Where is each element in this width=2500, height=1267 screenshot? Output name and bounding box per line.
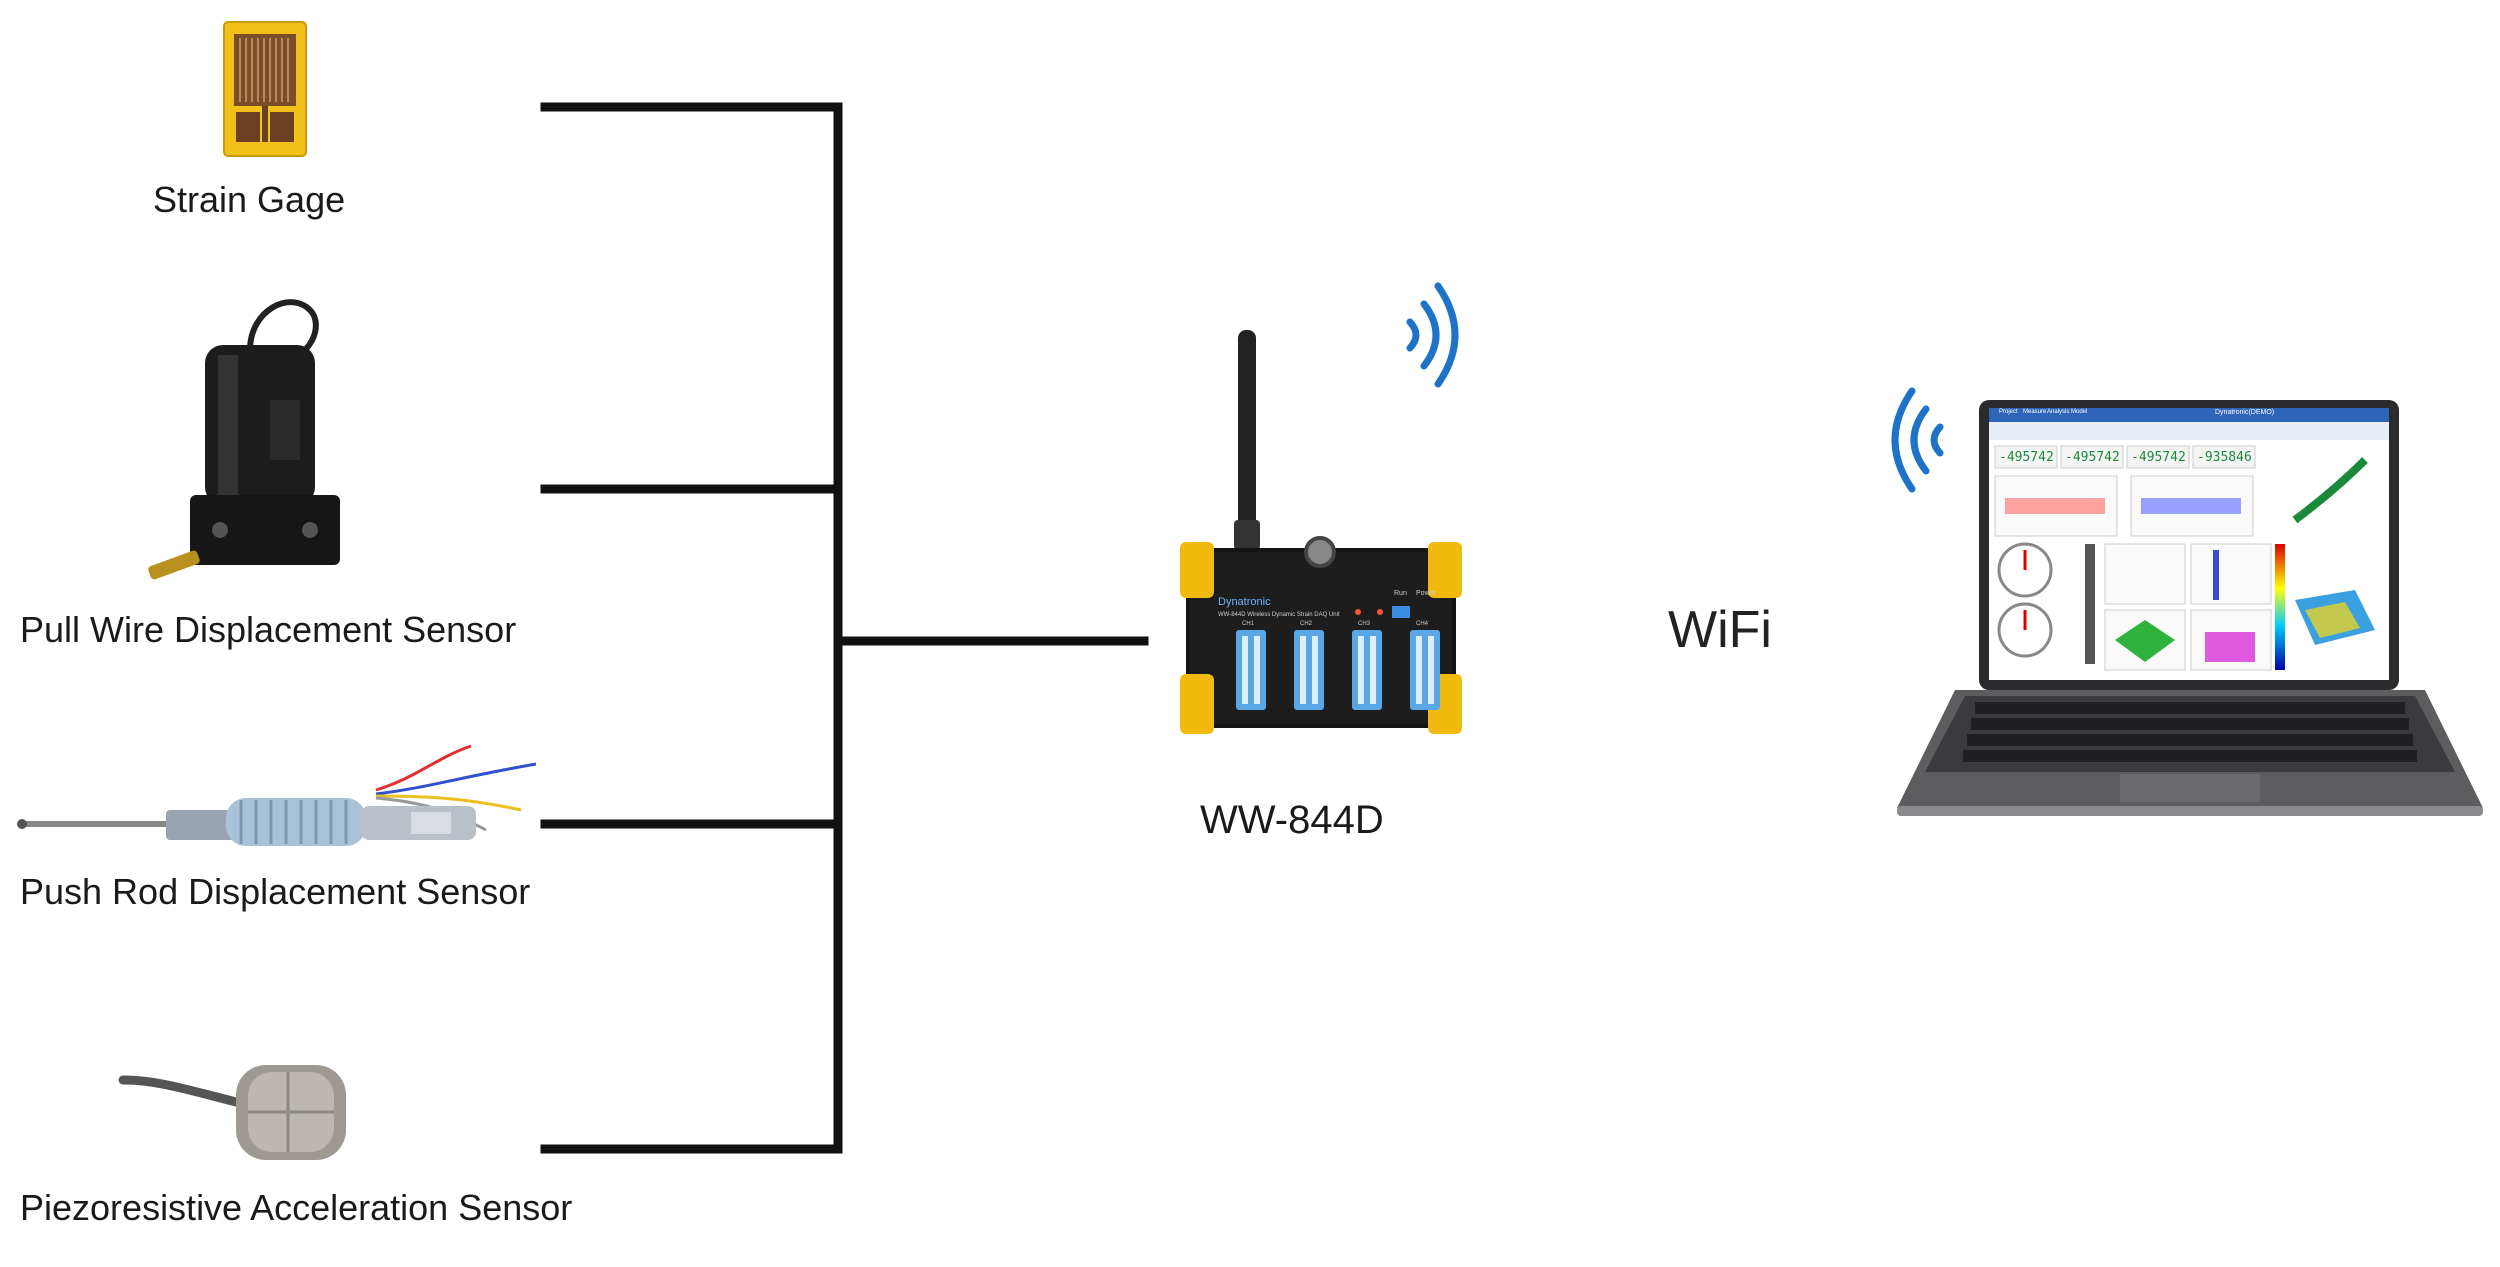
- ww-844d-device: Dynatronic WW-844D Wireless Dynamic Stra…: [1170, 330, 1470, 740]
- sensor-label-push-rod: Push Rod Displacement Sensor: [20, 871, 531, 912]
- wifi-label: WiFi: [1668, 601, 1772, 659]
- sensor-label-pull-wire: Pull Wire Displacement Sensor: [20, 609, 517, 650]
- sensor-label-strain-gage: Strain Gage: [153, 179, 346, 220]
- laptop-tab-measure: Measure: [2023, 409, 2047, 415]
- laptop-tab-analysis: Analysis: [2047, 409, 2070, 415]
- laptop-tab-model: Model: [2071, 409, 2088, 415]
- channel-label-1: CH1: [1242, 621, 1255, 627]
- device-run-label: Run: [1394, 590, 1407, 597]
- laptop-tab-project: Project: [1999, 409, 2018, 415]
- device-subtitle: WW-844D Wireless Dynamic Strain DAQ Unit: [1218, 612, 1340, 618]
- laptop-wifi-signal-icon: [1880, 385, 1950, 495]
- laptop-readout-4: -935846: [2197, 450, 2252, 465]
- channel-label-4: CH4: [1416, 621, 1429, 627]
- pull-wire-sensor-icon: [130, 290, 370, 590]
- channel-label-3: CH3: [1358, 621, 1371, 627]
- laptop-window-title: Dynatronic(DEMO): [2215, 409, 2275, 416]
- channel-label-2: CH2: [1300, 621, 1313, 627]
- sensor-label-accelerometer: Piezoresistive Acceleration Sensor: [20, 1187, 573, 1228]
- accelerometer-icon: [118, 1050, 358, 1170]
- wifi-signal-icon: [1400, 280, 1470, 390]
- device-brand: Dynatronic: [1218, 596, 1271, 608]
- push-rod-sensor-icon: [16, 738, 546, 848]
- laptop-readout-3: -495742: [2131, 450, 2186, 465]
- device-label: WW-844D: [1200, 798, 1384, 842]
- strain-gage-icon: [222, 20, 308, 158]
- laptop-icon: Dynatronic(DEMO) Project Measure Analysi…: [1895, 400, 2485, 820]
- device-power-label: Power: [1416, 590, 1436, 597]
- laptop-readout-1: -495742: [1999, 450, 2054, 465]
- laptop-readout-2: -495742: [2065, 450, 2120, 465]
